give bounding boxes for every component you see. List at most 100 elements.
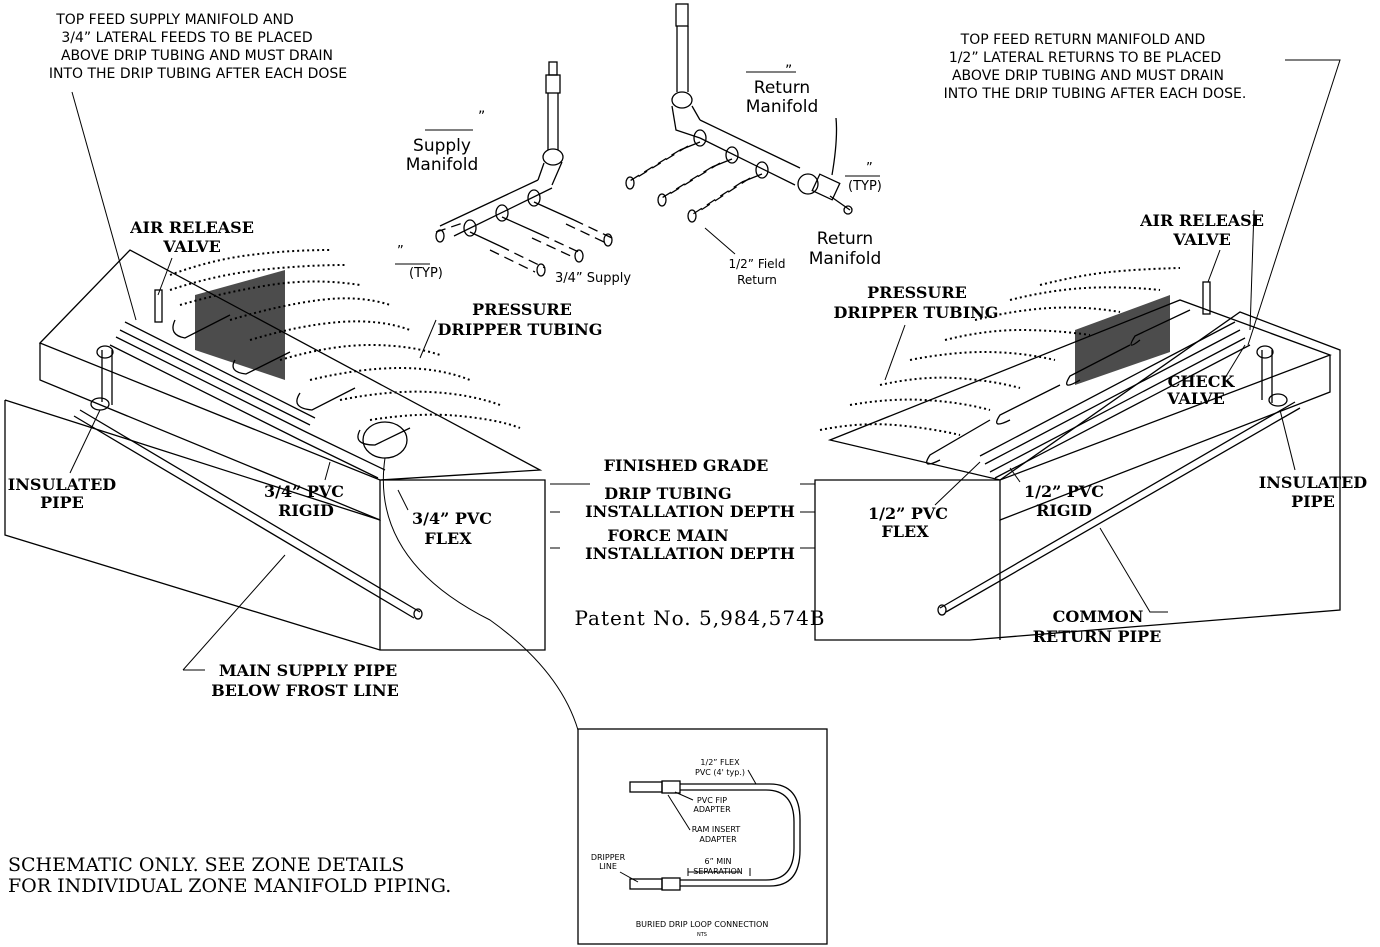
note-line: TOP FEED RETURN MANIFOLD AND (960, 32, 1206, 48)
leader-line (71, 91, 137, 321)
dripper-tubing (819, 267, 1181, 436)
insulated-label: PIPE (1291, 492, 1335, 511)
note-line: ABOVE DRIP TUBING AND MUST DRAIN (61, 48, 333, 64)
field-return-label: Return (737, 273, 777, 287)
valve-cap (675, 3, 689, 27)
main-supply-label: BELOW FROST LINE (211, 681, 399, 700)
typ-label: (TYP) (848, 179, 882, 194)
leader-line (1247, 59, 1341, 346)
air-release-valve (154, 289, 163, 323)
patent-number: Patent No. 5,984,574B (574, 606, 825, 630)
return-manifold-label: Manifold (746, 97, 818, 117)
return-manifold-label: Return (754, 78, 810, 98)
return-manifold-detail: ” Return Manifold ” (TYP) Return Manifol… (625, 3, 882, 287)
air-release-valve (1202, 281, 1211, 315)
note-line: ABOVE DRIP TUBING AND MUST DRAIN (952, 68, 1224, 84)
ram-adapter-label: ADAPTER (699, 835, 737, 844)
drip-loops (926, 309, 1191, 465)
tee-fitting (463, 219, 477, 237)
valve-body (811, 173, 841, 201)
flex-label: FLEX (881, 522, 929, 541)
air-release-label: AIR RELEASE (1139, 211, 1264, 230)
main-supply-label: MAIN SUPPLY PIPE (219, 661, 397, 680)
tee-fitting (725, 146, 739, 164)
pressure-tubing-label: PRESSURE (867, 283, 967, 302)
top-left-note: TOP FEED SUPPLY MANIFOLD AND 3/4” LATERA… (49, 12, 347, 82)
detail-nts: NTS (697, 932, 707, 938)
note-line: TOP FEED SUPPLY MANIFOLD AND (55, 12, 294, 28)
supply-manifold-label: Supply (413, 136, 471, 156)
flex-detail-label: 1/2” FLEX (700, 758, 740, 767)
flex-label: 3/4” PVC (412, 509, 492, 528)
insulated-label: INSULATED (1259, 473, 1368, 492)
main-supply-pipe (73, 409, 421, 619)
detail-title: BURIED DRIP LOOP CONNECTION (636, 920, 769, 929)
supply-manifold-detail: ” Supply Manifold ” (TYP) 3/4” Supply (395, 61, 631, 286)
tee-fitting (495, 204, 509, 222)
detail-frame (577, 728, 828, 945)
check-valve-label: VALVE (1166, 389, 1225, 408)
dripper-line-label: LINE (599, 862, 617, 871)
insulated-riser (101, 350, 113, 405)
insulated-label: PIPE (40, 493, 84, 512)
check-valve-label: CHECK (1168, 372, 1236, 391)
rigid-label: 1/2” PVC (1024, 482, 1104, 501)
tee-fitting (755, 161, 769, 179)
supply-manifold-label: Manifold (406, 155, 478, 175)
valve-cap (548, 61, 558, 76)
note-line: INTO THE DRIP TUBING AFTER EACH DOSE (49, 66, 347, 82)
typ-quote: ” (866, 161, 873, 176)
main-supply-leader (182, 554, 286, 671)
force-main-label: FORCE MAIN (607, 526, 728, 545)
rigid-pvc-header (979, 321, 1251, 479)
air-release-label: VALVE (162, 237, 221, 256)
note-line: 3/4” LATERAL FEEDS TO BE PLACED (61, 30, 312, 46)
schematic-note: SCHEMATIC ONLY. SEE ZONE DETAILS (8, 854, 404, 876)
rigid-pvc-header (109, 321, 386, 479)
left-zone: AIR RELEASE VALVE PRESSURE DRIPPER TUBIN… (4, 218, 603, 700)
separation-label: 6” MIN (704, 857, 731, 866)
insulated-riser (1261, 350, 1273, 403)
pressure-tubing-label: DRIPPER TUBING (438, 320, 603, 339)
supply-size-label: 3/4” Supply (555, 271, 631, 286)
field-return-label: 1/2” Field (728, 257, 785, 271)
hatch-area (1075, 295, 1170, 385)
ball-valve (797, 173, 819, 195)
schematic-note: FOR INDIVIDUAL ZONE MANIFOLD PIPING. (8, 875, 451, 897)
supply-manifold-quote: ” (478, 109, 485, 125)
typ-quote: ” (397, 244, 404, 259)
adapter-fitting (661, 780, 681, 794)
ram-adapter-label: RAM INSERT (692, 825, 741, 834)
rigid-label: RIGID (278, 501, 334, 520)
trench-face (999, 355, 1331, 521)
detail-callout-curve (382, 457, 579, 731)
common-return-leader (1099, 527, 1168, 613)
fip-adapter-label: ADAPTER (693, 805, 731, 814)
tee-fitting (693, 129, 707, 147)
drip-loops (172, 314, 411, 446)
insulated-label: INSULATED (8, 475, 117, 494)
flex-detail-label: PVC (4' typ.) (695, 768, 745, 777)
pressure-tubing-label: PRESSURE (472, 300, 572, 319)
dripper-line-upper (629, 781, 663, 793)
return-manifold-quote: ” (785, 63, 792, 79)
rigid-label: 3/4” PVC (264, 482, 344, 501)
trench-face (39, 343, 381, 521)
common-return-pipe (939, 401, 1301, 613)
adapter-fitting (661, 877, 681, 891)
right-zone: AIR RELEASE VALVE PRESSURE DRIPPER TUBIN… (814, 209, 1368, 646)
elbow-fitting (671, 91, 693, 109)
common-return-label: COMMON (1053, 607, 1144, 626)
dripper-tubing (169, 249, 521, 429)
center-labels: FINISHED GRADE DRIP TUBING INSTALLATION … (550, 456, 815, 563)
drip-depth-label: DRIP TUBING (604, 484, 731, 503)
tee-fitting (527, 189, 541, 207)
finished-grade-label: FINISHED GRADE (604, 456, 769, 475)
fip-adapter-label: PVC FIP (697, 796, 727, 805)
hatch-area (195, 270, 285, 380)
trench-outline (4, 399, 546, 651)
typ-label: (TYP) (409, 266, 443, 281)
air-release-label: VALVE (1172, 230, 1231, 249)
common-return-label: RETURN PIPE (1033, 627, 1162, 646)
trench-top (38, 249, 543, 481)
